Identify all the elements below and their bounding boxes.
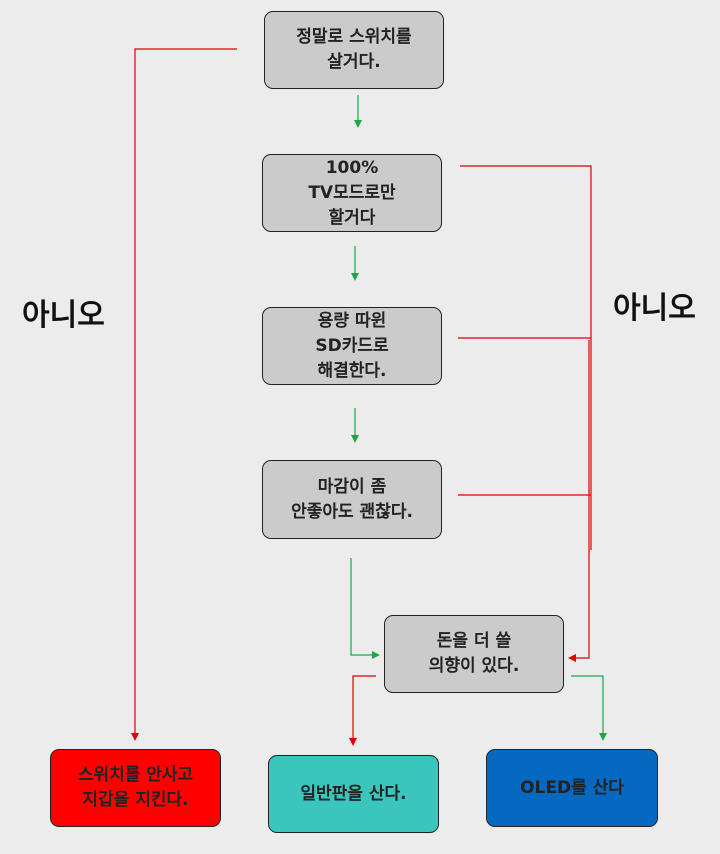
result-buy-regular: 일반판을 산다. bbox=[268, 755, 439, 833]
no-line-q2-right bbox=[460, 165, 592, 550]
result-dont-buy: 스위치를 안사고 지갑을 지킨다. bbox=[50, 749, 221, 827]
yes-arrow-q4-q5 bbox=[350, 558, 380, 659]
no-label-right: 아니오 bbox=[613, 291, 696, 326]
question-sd-card-storage: 용량 따윈 SD카드로 해결한다. bbox=[262, 307, 442, 385]
question-buy-switch: 정말로 스위치를 살거다. bbox=[264, 11, 444, 89]
yes-arrow-q5-oled bbox=[571, 675, 607, 741]
result-buy-oled: OLED를 산다 bbox=[486, 749, 658, 827]
no-arrow-q1-nobuy bbox=[131, 48, 237, 741]
no-arrow-to-q5 bbox=[568, 340, 590, 662]
question-finish-quality: 마감이 좀 안좋아도 괜찮다. bbox=[262, 460, 442, 539]
no-arrow-q5-regular bbox=[349, 675, 376, 746]
no-label-left: 아니오 bbox=[22, 298, 105, 333]
question-tv-mode-only: 100% TV모드로만 할거다 bbox=[262, 154, 442, 232]
question-spend-more: 돈을 더 쓸 의향이 있다. bbox=[384, 615, 564, 693]
